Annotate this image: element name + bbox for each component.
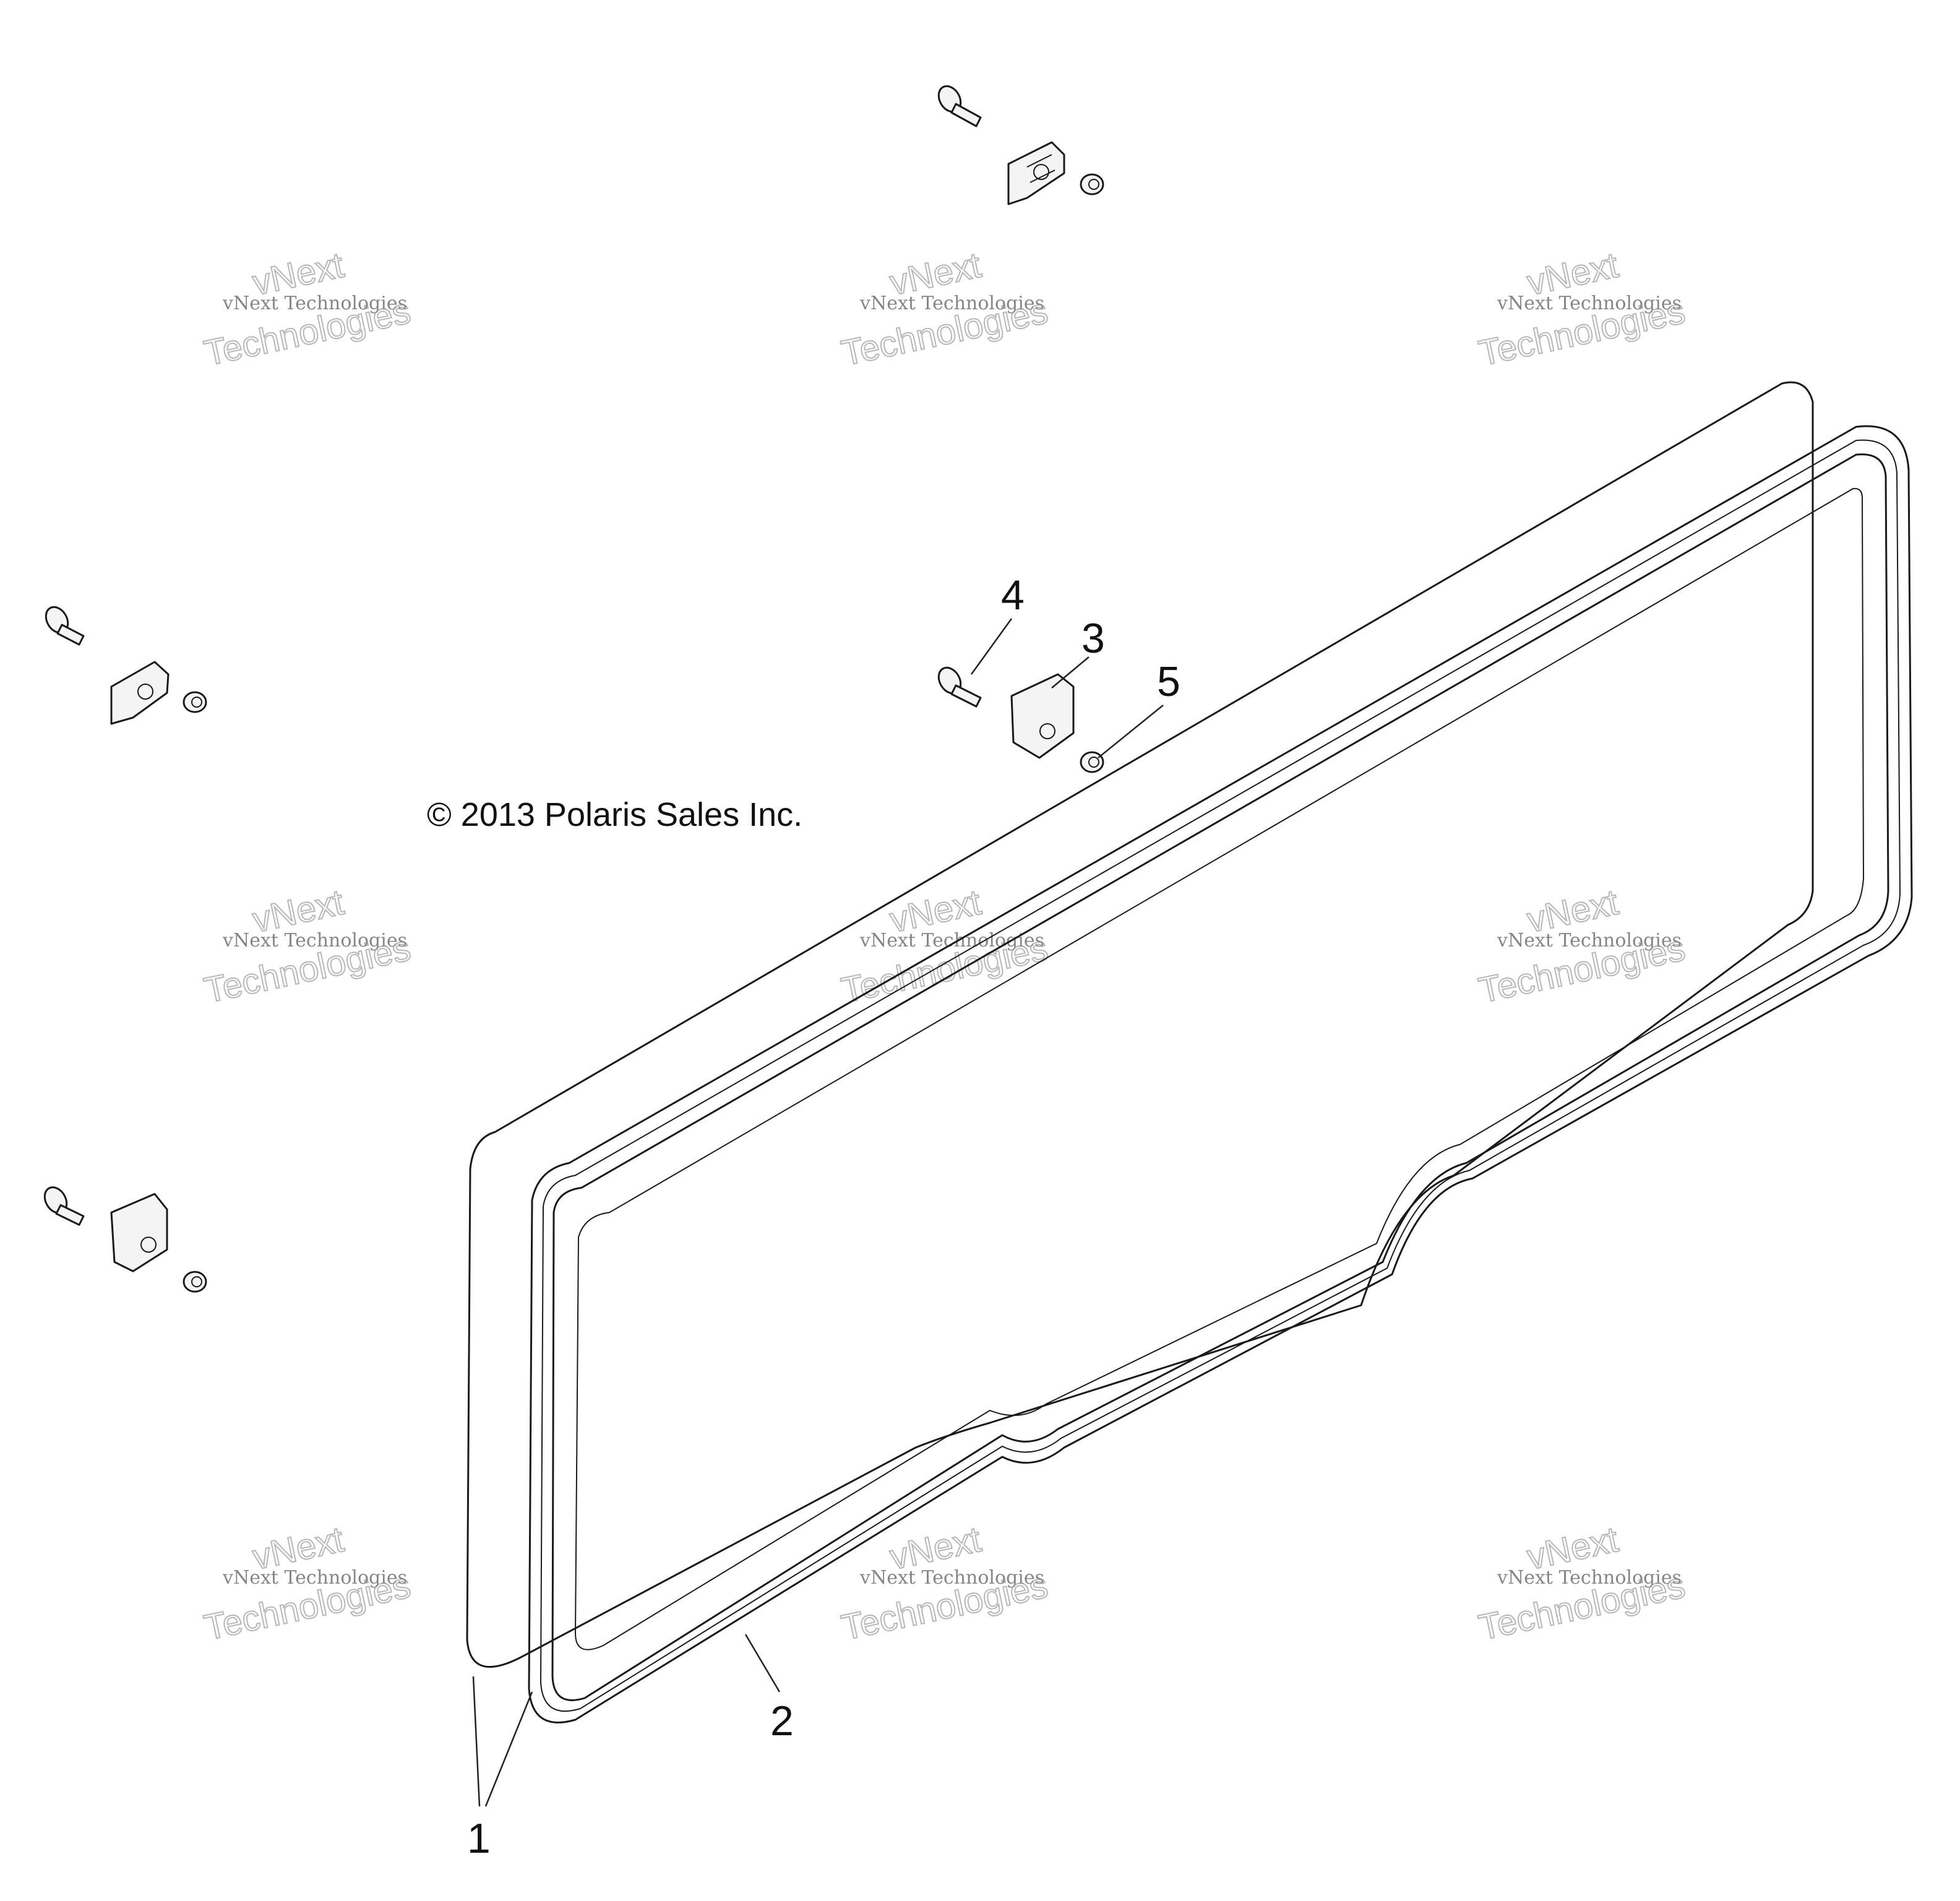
callout-4: 4	[1001, 572, 1025, 619]
watermark: vNext vNext Technologies Technologies	[1475, 244, 1690, 374]
watermark: vNext vNext Technologies Technologies	[200, 1519, 415, 1649]
nut	[183, 691, 207, 713]
fastener-group-left	[45, 606, 207, 725]
nut	[183, 1271, 207, 1293]
svg-text:vNext Technologies: vNext Technologies	[1497, 1567, 1682, 1589]
watermark: vNext vNext Technologies Technologies	[1475, 1519, 1690, 1649]
svg-text:vNext Technologies: vNext Technologies	[1497, 930, 1682, 951]
watermark: vNext vNext Technologies Technologies	[838, 882, 1052, 1011]
bolt	[937, 666, 982, 708]
retainer-clip	[110, 1193, 168, 1272]
leader-lines	[472, 618, 1164, 1807]
callout-3: 3	[1081, 615, 1105, 662]
callout-5: 5	[1157, 658, 1180, 705]
watermarks: vNext vNext Technologies Technologies vN…	[200, 244, 1690, 1649]
copyright-text: © 2013 Polaris Sales Inc.	[427, 796, 802, 833]
callout-1: 1	[467, 1815, 491, 1862]
svg-text:vNext Technologies: vNext Technologies	[222, 930, 407, 951]
nut	[1080, 751, 1104, 773]
callouts: 4 3 5 2 1	[467, 572, 1180, 1862]
callout-2: 2	[770, 1697, 794, 1744]
window-seal-mid	[539, 439, 1901, 1712]
retainer-clip	[1007, 141, 1065, 205]
fastener-group-lower-left	[43, 1186, 207, 1293]
fastener-group-top	[937, 85, 1104, 205]
fastener-group-center	[937, 666, 1104, 773]
watermark: vNext vNext Technologies Technologies	[838, 1519, 1052, 1649]
window-seal-inner	[551, 453, 1889, 1701]
window-seal-outer	[528, 425, 1913, 1723]
watermark: vNext vNext Technologies Technologies	[1475, 882, 1690, 1011]
svg-text:vNext Technologies: vNext Technologies	[859, 293, 1044, 314]
bolt	[937, 85, 982, 127]
glass-inner-edge	[574, 487, 1865, 1650]
svg-text:vNext Technologies: vNext Technologies	[222, 1567, 407, 1589]
retainer-clip	[110, 661, 170, 725]
watermark: vNext vNext Technologies Technologies	[200, 882, 415, 1011]
bolt	[45, 606, 85, 646]
watermark: vNext vNext Technologies Technologies	[200, 244, 415, 374]
svg-text:vNext Technologies: vNext Technologies	[222, 293, 407, 314]
svg-text:vNext Technologies: vNext Technologies	[859, 930, 1044, 951]
watermark: vNext vNext Technologies Technologies	[838, 244, 1052, 374]
retainer-clip	[1010, 673, 1075, 759]
bolt	[43, 1186, 85, 1226]
svg-text:vNext Technologies: vNext Technologies	[1497, 293, 1682, 314]
nut	[1080, 173, 1104, 195]
svg-text:vNext Technologies: vNext Technologies	[859, 1567, 1044, 1589]
glass-panel	[466, 381, 1814, 1668]
